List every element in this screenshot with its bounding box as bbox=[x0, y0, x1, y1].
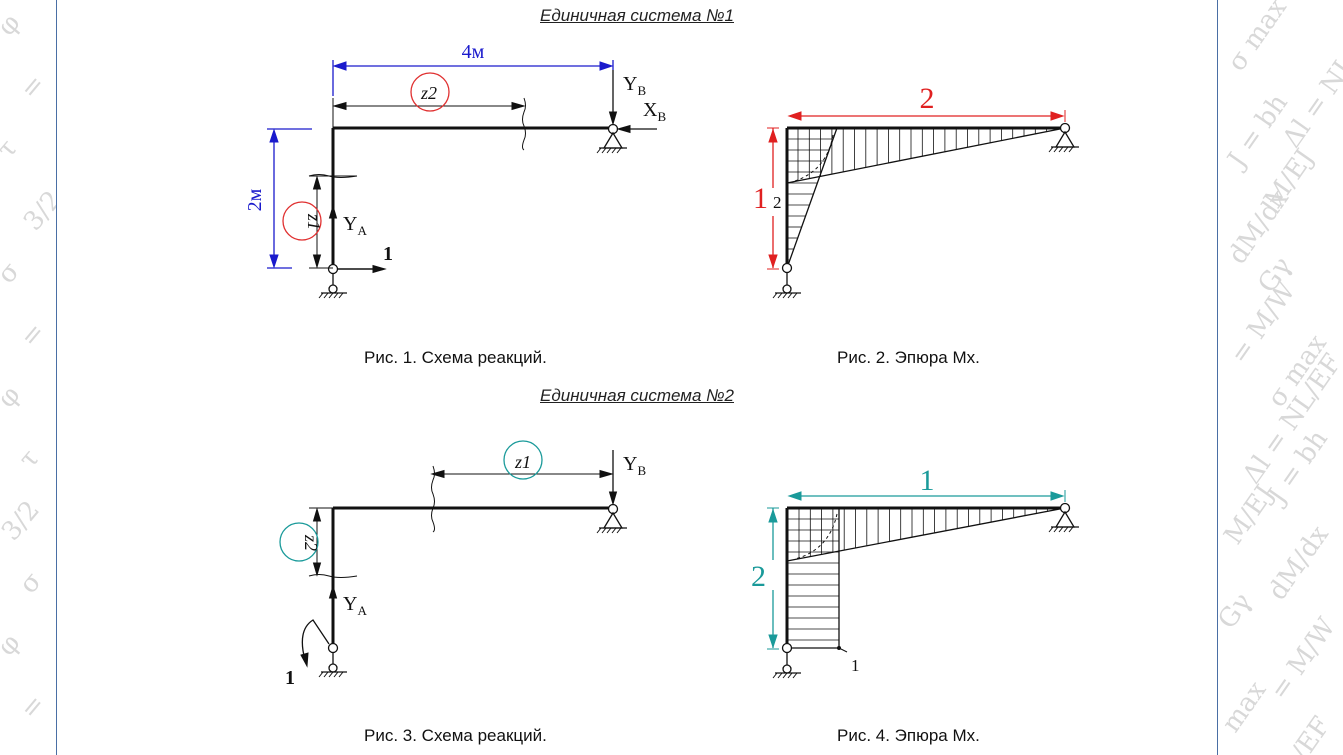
reaction-xb-label: XB bbox=[643, 99, 666, 124]
reaction-ya-arrow bbox=[328, 204, 338, 265]
figure-4-caption: Рис. 4. Эпюра Мх. bbox=[837, 726, 980, 745]
watermark-glyph: = bbox=[14, 317, 52, 353]
watermark-glyph: σ bbox=[13, 566, 49, 600]
length-horizontal-label: 1 bbox=[920, 464, 935, 497]
reaction-ya-arrow bbox=[328, 584, 338, 644]
support-b bbox=[1048, 122, 1079, 153]
support-a bbox=[318, 642, 347, 678]
watermark-glyph: = bbox=[14, 69, 52, 105]
watermark-glyph: φ bbox=[0, 628, 27, 662]
section-z1-marker bbox=[503, 440, 543, 480]
reaction-yb-label: YB bbox=[623, 73, 646, 98]
figure-3-reaction-scheme: z1 z2 YA 1 YB bbox=[279, 440, 646, 689]
moment-line-beam bbox=[786, 507, 1066, 562]
label-gap bbox=[767, 188, 781, 216]
section-z2-label: z2 bbox=[301, 534, 321, 551]
section-z1-dimension bbox=[430, 465, 614, 533]
moment-line-beam bbox=[786, 127, 1066, 184]
watermark-formula: Gγ bbox=[1217, 587, 1258, 635]
reaction-ya-label: YA bbox=[343, 213, 367, 238]
reaction-xb-arrow bbox=[616, 124, 657, 134]
section-z2-label: z2 bbox=[420, 83, 437, 103]
watermark-glyph: φ bbox=[0, 8, 27, 42]
dimension-horizontal bbox=[332, 60, 614, 96]
figure-4-moment-diagram: 1 2 1 bbox=[751, 464, 1079, 679]
dimension-2m-label: 2м bbox=[244, 188, 266, 211]
section-z2-marker bbox=[410, 72, 450, 112]
watermark-glyph: = bbox=[14, 689, 52, 725]
reaction-ya-label: YA bbox=[343, 593, 367, 618]
watermark-formula: dM/dx bbox=[1262, 520, 1335, 606]
ordinate-point bbox=[837, 646, 841, 650]
watermark-formula: = M/W bbox=[1264, 612, 1342, 706]
dimension-horizontal bbox=[787, 490, 1066, 502]
figure-1-caption: Рис. 1. Схема реакций. bbox=[364, 348, 547, 367]
ordinate-label: 2 bbox=[773, 193, 782, 212]
figure-1-reaction-scheme: 4м 2м z2 z1 bbox=[244, 41, 666, 299]
dashed-transition bbox=[794, 134, 834, 182]
section-z1-label: z1 bbox=[304, 213, 324, 230]
support-a bbox=[772, 262, 801, 299]
system-1-heading: Единичная система №1 bbox=[540, 6, 734, 25]
watermark-glyph: 3/2 bbox=[17, 185, 56, 237]
length-vertical-label: 2 bbox=[751, 560, 766, 593]
unit-force-arrow bbox=[337, 264, 387, 274]
watermark-glyph: φ bbox=[0, 380, 27, 414]
watermark-glyph: τ bbox=[13, 443, 46, 475]
dimension-vertical bbox=[267, 128, 312, 269]
moment-line-column bbox=[786, 127, 838, 269]
section-z2-dimension bbox=[308, 507, 358, 578]
unit-force-label: 1 bbox=[383, 243, 393, 265]
dimension-horizontal bbox=[787, 110, 1066, 122]
figure-2-moment-diagram: /* generated by script below */ bbox=[753, 82, 1079, 299]
watermark-formula: NL/EF bbox=[1263, 711, 1337, 755]
watermark-formula: Δl = NL/EF bbox=[1276, 12, 1343, 154]
dashed-transition bbox=[794, 513, 838, 560]
section-z2-marker bbox=[279, 522, 319, 562]
unit-moment-arrow bbox=[300, 619, 330, 668]
support-b bbox=[596, 503, 627, 534]
watermark-glyph: 3/2 bbox=[0, 495, 46, 547]
figure-2-caption: Рис. 2. Эпюра Мх. bbox=[837, 348, 980, 367]
label-gap bbox=[753, 560, 781, 590]
reaction-yb-arrow bbox=[608, 70, 618, 126]
section-z1-marker bbox=[282, 201, 322, 241]
system-2-heading: Единичная система №2 bbox=[540, 386, 734, 405]
ordinate-label: 1 bbox=[851, 656, 860, 675]
watermark-formula: σ max bbox=[1221, 0, 1293, 77]
document-page: Единичная система №1 bbox=[56, 0, 1218, 755]
length-horizontal-label: 2 bbox=[920, 82, 935, 115]
dimension-4m-label: 4м bbox=[462, 41, 485, 63]
support-b bbox=[1048, 502, 1079, 533]
section-z1-dimension bbox=[308, 174, 358, 269]
unit-moment-label: 1 bbox=[285, 667, 295, 689]
watermark-glyph: σ bbox=[0, 256, 27, 290]
reaction-yb-label: YB bbox=[623, 453, 646, 478]
watermark-formula: M/EJ bbox=[1218, 479, 1281, 551]
section-z2-dimension bbox=[332, 97, 526, 151]
support-a bbox=[772, 642, 801, 679]
watermark-glyph: τ bbox=[0, 133, 24, 165]
reaction-yb-arrow bbox=[608, 450, 618, 506]
section-z1-label: z1 bbox=[514, 452, 531, 472]
length-vertical-label: 1 bbox=[753, 182, 768, 215]
figure-3-caption: Рис. 3. Схема реакций. bbox=[364, 726, 547, 745]
watermark-formula: max bbox=[1217, 675, 1273, 739]
